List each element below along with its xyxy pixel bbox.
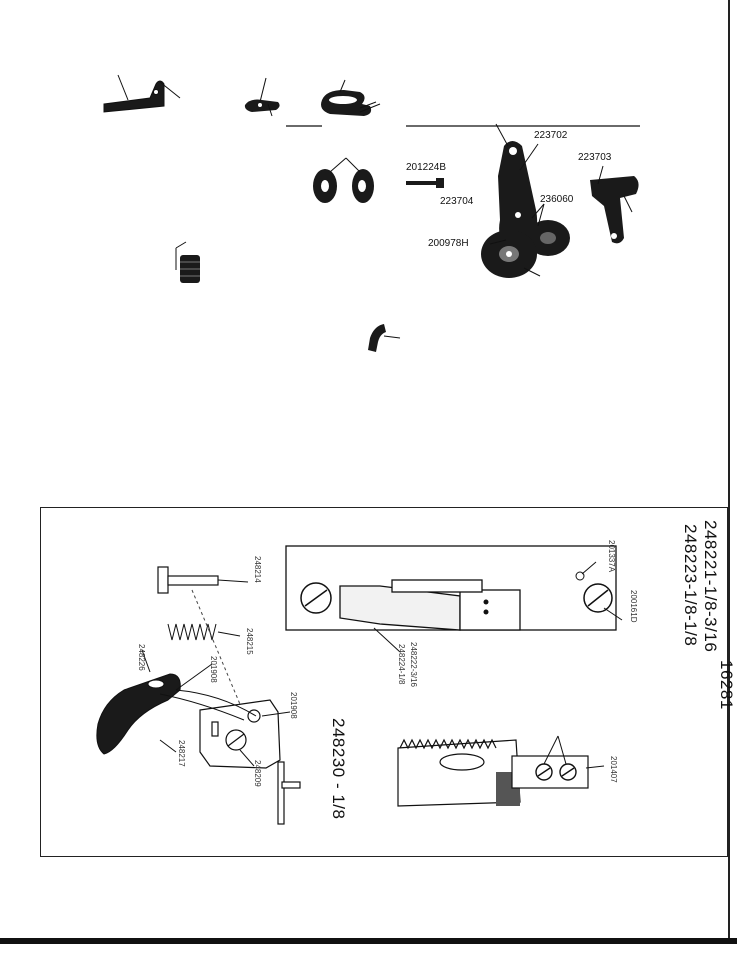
label-201407: 201407 [609, 756, 618, 783]
title-248223: 248223-1/8-1/8 [680, 524, 700, 646]
label-201908: 201908 [209, 656, 218, 683]
spring-coil-part [180, 255, 200, 283]
label-223703: 223703 [578, 152, 611, 163]
label-248230: 248230 - 1/8 [328, 718, 348, 819]
label-200978h: 200978H [428, 238, 469, 249]
label-223704: 223704 [440, 196, 473, 207]
label-223702: 223702 [534, 130, 567, 141]
label-236060: 236060 [540, 194, 573, 205]
angle-bracket-part [104, 81, 164, 112]
label-201224b: 201224B [406, 162, 446, 173]
washers [313, 169, 374, 203]
bottom-diagram-frame [40, 507, 728, 857]
label-248226: 248226 [137, 644, 146, 671]
label-248209: 248209 [253, 760, 262, 787]
label-248214: 248214 [253, 556, 262, 583]
label-248222: 248222-3/16 [409, 642, 418, 687]
label-200161d: 200161D [629, 590, 638, 622]
small-clip-part [368, 324, 386, 352]
page-edge-right [728, 0, 730, 940]
double-link-part [321, 90, 371, 116]
label-201337a: 201337A [607, 540, 616, 572]
small-link-part [245, 100, 280, 112]
label-248224: 248224-1/8 [397, 644, 406, 684]
page-number: 16281 [716, 660, 736, 710]
page-edge-bottom [0, 938, 737, 944]
label-201908-b: 201908 [289, 692, 298, 719]
label-248215: 248215 [245, 628, 254, 655]
title-248221: 248221-1/8-3/16 [700, 520, 720, 652]
pin-part [406, 178, 444, 188]
label-248217: 248217 [177, 740, 186, 767]
